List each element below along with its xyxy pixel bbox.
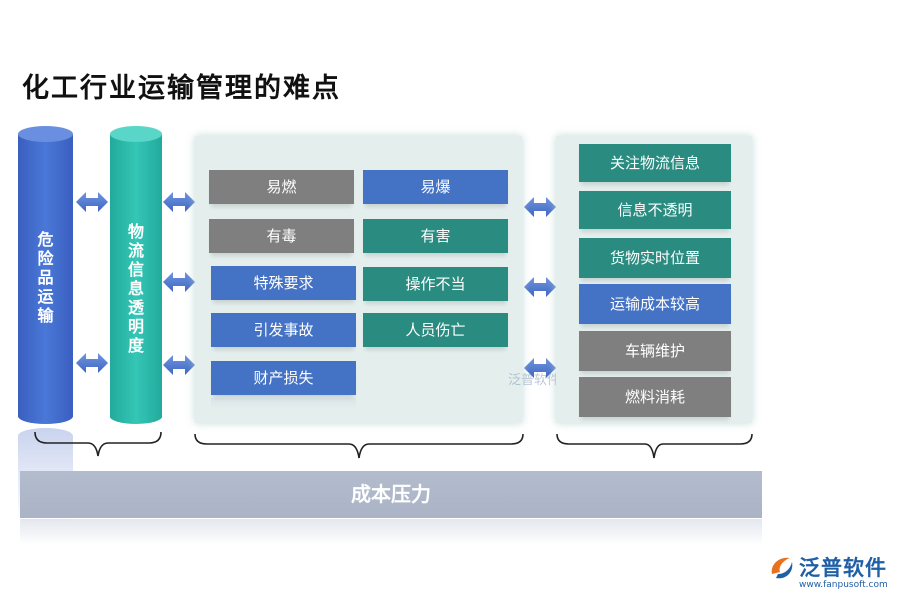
right-panel xyxy=(556,136,752,423)
cost-pressure-bar: 成本压力 xyxy=(20,471,762,518)
item-realtime-location: 货物实时位置 xyxy=(579,238,731,278)
item-improper-operation: 操作不当 xyxy=(363,267,508,301)
brace-middle xyxy=(194,433,524,459)
double-arrow-icon xyxy=(524,276,556,298)
double-arrow-icon xyxy=(163,191,195,213)
dangerous-goods-label: 危险品运输 xyxy=(37,230,54,325)
cost-bar-reflection xyxy=(20,519,762,545)
double-arrow-icon xyxy=(524,196,556,218)
double-arrow-icon xyxy=(163,354,195,376)
brace-right xyxy=(556,433,753,459)
info-transparency-cylinder: 物流信息透明度 xyxy=(110,126,162,424)
item-explosive: 易爆 xyxy=(363,170,508,204)
double-arrow-icon xyxy=(163,271,195,293)
logo-name: 泛普软件 xyxy=(799,556,887,580)
item-property-loss: 财产损失 xyxy=(211,361,356,395)
logo-icon xyxy=(771,557,793,579)
fanpu-logo[interactable]: 泛普软件 www.fanpusoft.com xyxy=(768,552,893,598)
info-transparency-label: 物流信息透明度 xyxy=(127,222,144,355)
watermark-text: 泛普软件 xyxy=(508,373,561,388)
item-special-requirements: 特殊要求 xyxy=(211,266,356,300)
dangerous-goods-cylinder: 危险品运输 xyxy=(18,126,73,424)
logo-url: www.fanpusoft.com xyxy=(799,580,888,590)
item-harmful: 有害 xyxy=(363,219,508,253)
item-cause-accidents: 引发事故 xyxy=(211,313,356,347)
item-flammable: 易燃 xyxy=(209,170,354,204)
item-toxic: 有毒 xyxy=(209,219,354,253)
item-vehicle-maintenance: 车辆维护 xyxy=(579,331,731,371)
brace-left xyxy=(34,431,162,457)
item-focus-logistics-info: 关注物流信息 xyxy=(579,144,731,182)
item-fuel-consumption: 燃料消耗 xyxy=(579,377,731,417)
double-arrow-icon xyxy=(76,191,108,213)
fade-strip xyxy=(211,398,356,410)
double-arrow-icon xyxy=(76,352,108,374)
item-casualties: 人员伤亡 xyxy=(363,313,508,347)
item-info-opaque: 信息不透明 xyxy=(579,191,731,229)
page-title: 化工行业运输管理的难点 xyxy=(22,73,341,104)
item-high-transport-cost: 运输成本较高 xyxy=(579,284,731,324)
